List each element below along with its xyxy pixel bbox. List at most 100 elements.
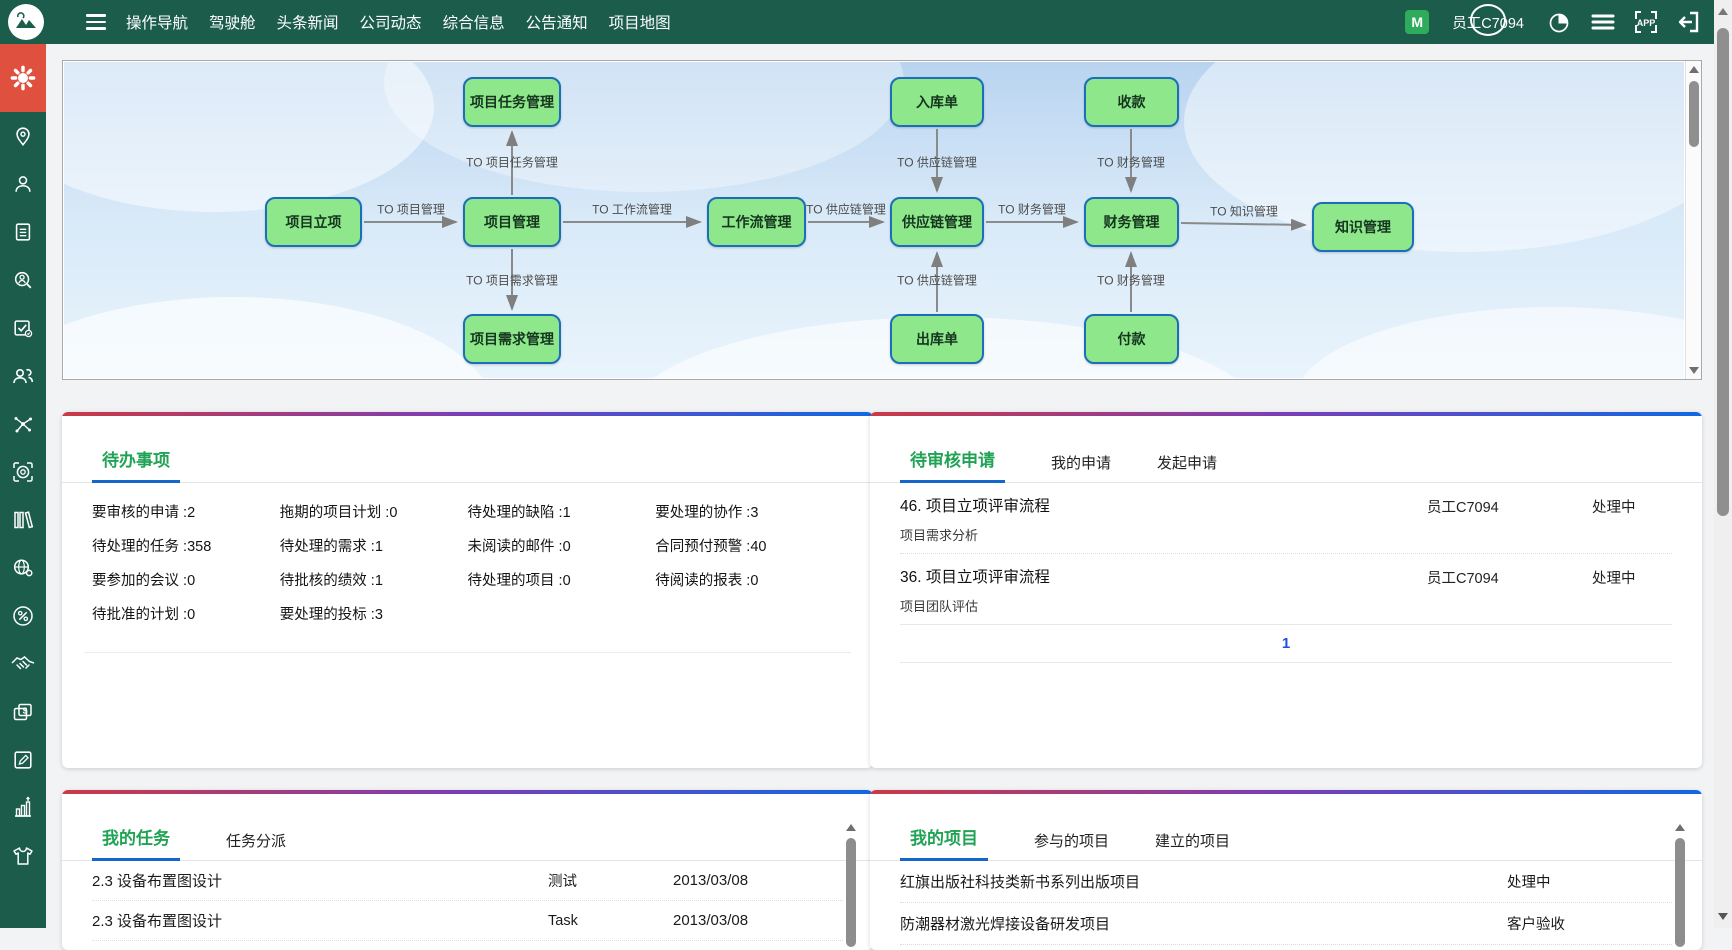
sidebar-item-finance[interactable]: $ [0,688,46,736]
mountain-logo-icon [16,12,36,28]
sidebar-item-monitor[interactable] [0,448,46,496]
todo-item[interactable]: 待批准的计划 :0 [92,607,196,623]
sidebar-item-approvals[interactable] [0,304,46,352]
flow-node-finance-mgmt[interactable]: 财务管理 [1084,197,1179,247]
todo-item[interactable]: 要参加的会议 :0 [92,573,196,589]
tab-pending-review[interactable]: 待审核申请 [900,446,1005,483]
sidebar-item-library[interactable] [0,496,46,544]
todo-item[interactable]: 要审核的申请 :2 [92,505,196,521]
scrollbar-thumb[interactable] [846,838,856,947]
user-menu[interactable]: 员工C7094 [1446,3,1530,36]
todo-item[interactable]: 待处理的缺陷 :1 [467,505,571,521]
project-row[interactable]: 防潮器材激光焊接设备研发项目 客户验收 [870,903,1702,944]
flow-node-outbound-order[interactable]: 出库单 [890,314,984,364]
divider [92,900,843,901]
message-badge[interactable]: M [1405,10,1430,34]
nav-item-company-news[interactable]: 公司动态 [359,15,422,32]
nav-item-operations[interactable]: 操作导航 [126,15,189,32]
flow-node-inbound-order[interactable]: 入库单 [890,77,984,127]
scroll-down-icon[interactable] [1689,367,1699,374]
task-type: 测试 [548,874,577,890]
status-badge: 处理中 [1592,571,1636,587]
scroll-down-icon[interactable] [1718,913,1728,920]
nav-item-project-map[interactable]: 项目地图 [608,15,671,32]
sidebar-item-team[interactable] [0,352,46,400]
edge-label: TO 财务管理 [1097,155,1165,170]
sidebar-item-discounts[interactable] [0,592,46,640]
review-subtitle: 项目团队评估 [900,599,979,614]
flow-node-supply-chain-mgmt[interactable]: 供应链管理 [890,197,984,247]
sidebar-item-reports[interactable] [0,784,46,832]
sidebar-item-global-settings[interactable] [0,544,46,592]
todo-item[interactable]: 待批核的绩效 :1 [279,573,383,589]
hamburger-icon[interactable] [86,14,106,30]
tab-task-assignment[interactable]: 任务分派 [226,833,287,850]
flow-node-workflow-mgmt[interactable]: 工作流管理 [707,197,806,247]
sidebar-item-hr-search[interactable] [0,256,46,304]
scroll-up-icon[interactable] [1718,8,1728,15]
tab-my-projects[interactable]: 我的项目 [900,824,988,861]
user-icon [15,176,31,192]
projects-scrollbar[interactable] [1674,824,1686,947]
menu-list-icon[interactable] [1590,9,1616,35]
flow-node-project-requirement-mgmt[interactable]: 项目需求管理 [463,314,561,364]
navbar-right: M 员工C7094 APP [1405,3,1702,36]
company-logo[interactable] [8,4,44,40]
todo-item[interactable]: 要处理的投标 :3 [279,607,383,623]
flow-node-knowledge-mgmt[interactable]: 知识管理 [1312,202,1414,252]
scroll-up-icon[interactable] [1689,66,1699,73]
flow-node-payment[interactable]: 付款 [1084,314,1179,364]
sidebar-item-documents[interactable] [0,208,46,256]
sidebar-item-home[interactable] [0,44,46,112]
task-row[interactable]: 2.3 设备布置图设计 Task 2013/03/08 [62,901,873,940]
divider [900,944,1672,945]
project-row[interactable]: 红旗出版社科技类新书系列出版项目 处理中 [870,861,1702,902]
tab-initiate-application[interactable]: 发起申请 [1157,455,1218,472]
task-row[interactable]: 2.3 设备布置图设计 测试 2013/03/08 [62,861,873,900]
sidebar-item-profile[interactable] [0,160,46,208]
edge-label: TO 项目任务管理 [466,155,558,170]
nav-item-cockpit[interactable]: 驾驶舱 [209,15,256,32]
review-row[interactable]: 36. 项目立项评审流程 项目团队评估 员工C7094 处理中 [870,554,1702,624]
todo-item[interactable]: 合同预付预警 :40 [655,539,767,555]
scrollbar-thumb[interactable] [1717,28,1729,516]
sidebar-item-assets[interactable] [0,832,46,880]
pie-chart-icon[interactable] [1547,9,1573,35]
sidebar-item-editor[interactable] [0,736,46,784]
document-icon [15,223,31,241]
nav-item-headline-news[interactable]: 头条新闻 [276,15,339,32]
nav-item-comprehensive-info[interactable]: 综合信息 [442,15,505,32]
review-row[interactable]: 46. 项目立项评审流程 项目需求分析 员工C7094 处理中 [870,483,1702,553]
tab-participating-projects[interactable]: 参与的项目 [1034,833,1110,850]
tab-created-projects[interactable]: 建立的项目 [1155,833,1231,850]
sidebar-item-network[interactable] [0,400,46,448]
tasks-scrollbar[interactable] [845,824,857,947]
scrollbar-thumb[interactable] [1689,81,1699,147]
flow-node-receipt[interactable]: 收款 [1084,77,1179,127]
todo-item[interactable]: 拖期的项目计划 :0 [279,505,398,521]
todo-item[interactable]: 待处理的项目 :0 [467,573,571,589]
edge-label: TO 知识管理 [1210,204,1278,219]
flow-node-project-mgmt[interactable]: 项目管理 [463,197,561,247]
nav-item-announcements[interactable]: 公告通知 [525,15,588,32]
scroll-up-icon[interactable] [846,824,856,831]
pagination-page-1[interactable]: 1 [1281,635,1291,652]
flow-node-project-initiation[interactable]: 项目立项 [265,197,362,247]
window-scrollbar[interactable] [1714,0,1732,928]
sidebar-item-map[interactable] [0,112,46,160]
todo-item[interactable]: 待处理的任务 :358 [92,539,212,555]
tab-my-applications[interactable]: 我的申请 [1051,455,1112,472]
todo-item[interactable]: 待处理的需求 :1 [279,539,383,555]
tab-todo-items[interactable]: 待办事项 [92,446,180,483]
scroll-up-icon[interactable] [1675,824,1685,831]
sidebar-item-partners[interactable] [0,640,46,688]
flow-node-project-task-mgmt[interactable]: 项目任务管理 [463,77,561,127]
tab-my-tasks[interactable]: 我的任务 [92,824,180,861]
todo-item[interactable]: 要处理的协作 :3 [655,505,759,521]
todo-item[interactable]: 待阅读的报表 :0 [655,573,759,589]
todo-item[interactable]: 未阅读的邮件 :0 [467,539,571,555]
logout-icon[interactable] [1676,9,1702,35]
diagram-scrollbar[interactable] [1685,61,1701,379]
app-icon[interactable]: APP [1633,9,1659,35]
scrollbar-thumb[interactable] [1675,838,1685,947]
